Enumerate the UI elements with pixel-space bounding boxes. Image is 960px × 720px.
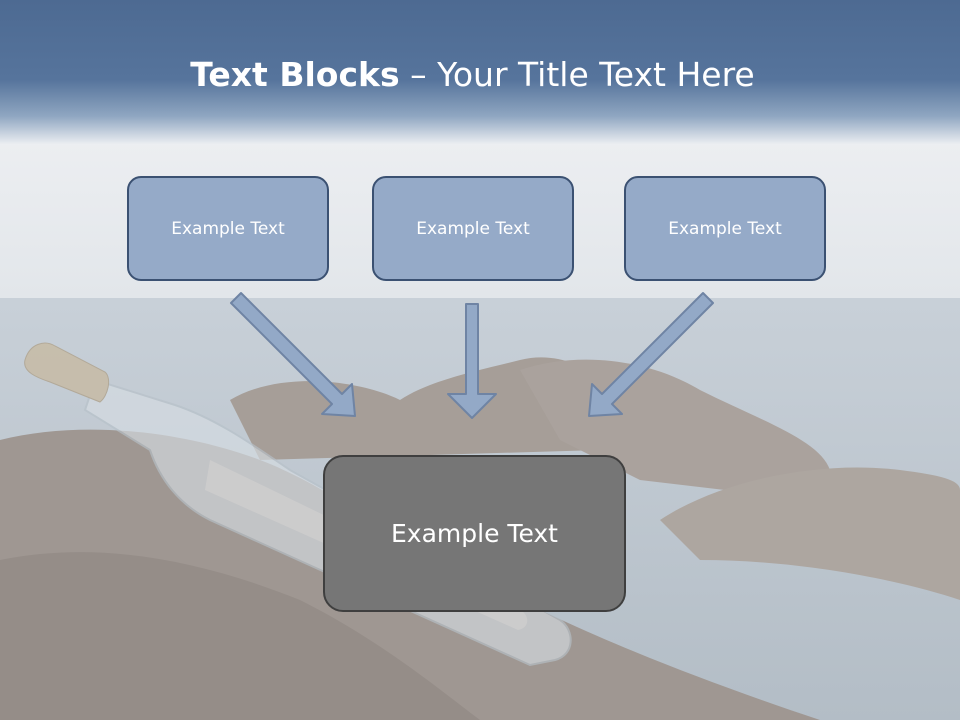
text-block-2[interactable]: Example Text (372, 176, 574, 281)
target-block[interactable]: Example Text (323, 455, 626, 612)
title-banner: Text Blocks – Your Title Text Here (0, 0, 960, 145)
arrow-left (230, 292, 356, 417)
title-bold: Text Blocks (190, 55, 400, 94)
text-block-1[interactable]: Example Text (127, 176, 329, 281)
text-block-2-label: Example Text (416, 218, 530, 239)
text-block-1-label: Example Text (171, 218, 285, 239)
text-block-3-label: Example Text (668, 218, 782, 239)
arrow-center (447, 303, 497, 419)
slide-title: Text Blocks – Your Title Text Here (0, 52, 945, 98)
target-block-label: Example Text (391, 519, 558, 548)
text-block-3[interactable]: Example Text (624, 176, 826, 281)
arrow-right (588, 292, 714, 417)
title-rest: – Your Title Text Here (399, 55, 755, 94)
